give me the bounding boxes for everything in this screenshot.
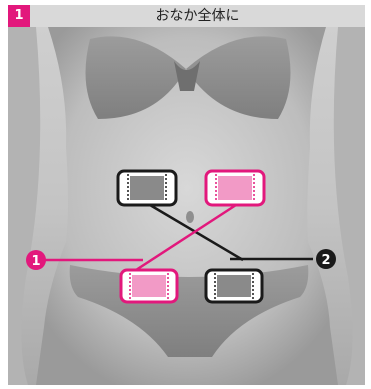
callout-2-label: 2	[321, 253, 330, 268]
step-badge: 1	[8, 5, 30, 27]
callout-1-label: 1	[31, 254, 40, 269]
figure-header: 1 おなか全体に	[8, 5, 365, 27]
bikini-knot	[174, 61, 200, 91]
torso-photo: 1 2	[8, 27, 365, 385]
callout-2-lines	[149, 203, 313, 262]
right-arm	[333, 27, 365, 385]
callout-1-marker: 1	[26, 250, 46, 270]
bikini-top-right	[186, 36, 291, 120]
pink-pad-upper	[204, 169, 266, 207]
callout-2-marker: 2	[316, 249, 336, 269]
callout-1-lines	[38, 203, 237, 272]
gray-pad-lower	[204, 268, 264, 304]
gray-pad-upper	[116, 169, 178, 207]
figure-title: おなか全体に	[155, 8, 240, 24]
pink-pad-lower	[119, 268, 179, 304]
left-arm	[8, 27, 41, 385]
bikini-top-left	[85, 36, 186, 120]
navel	[186, 211, 194, 223]
